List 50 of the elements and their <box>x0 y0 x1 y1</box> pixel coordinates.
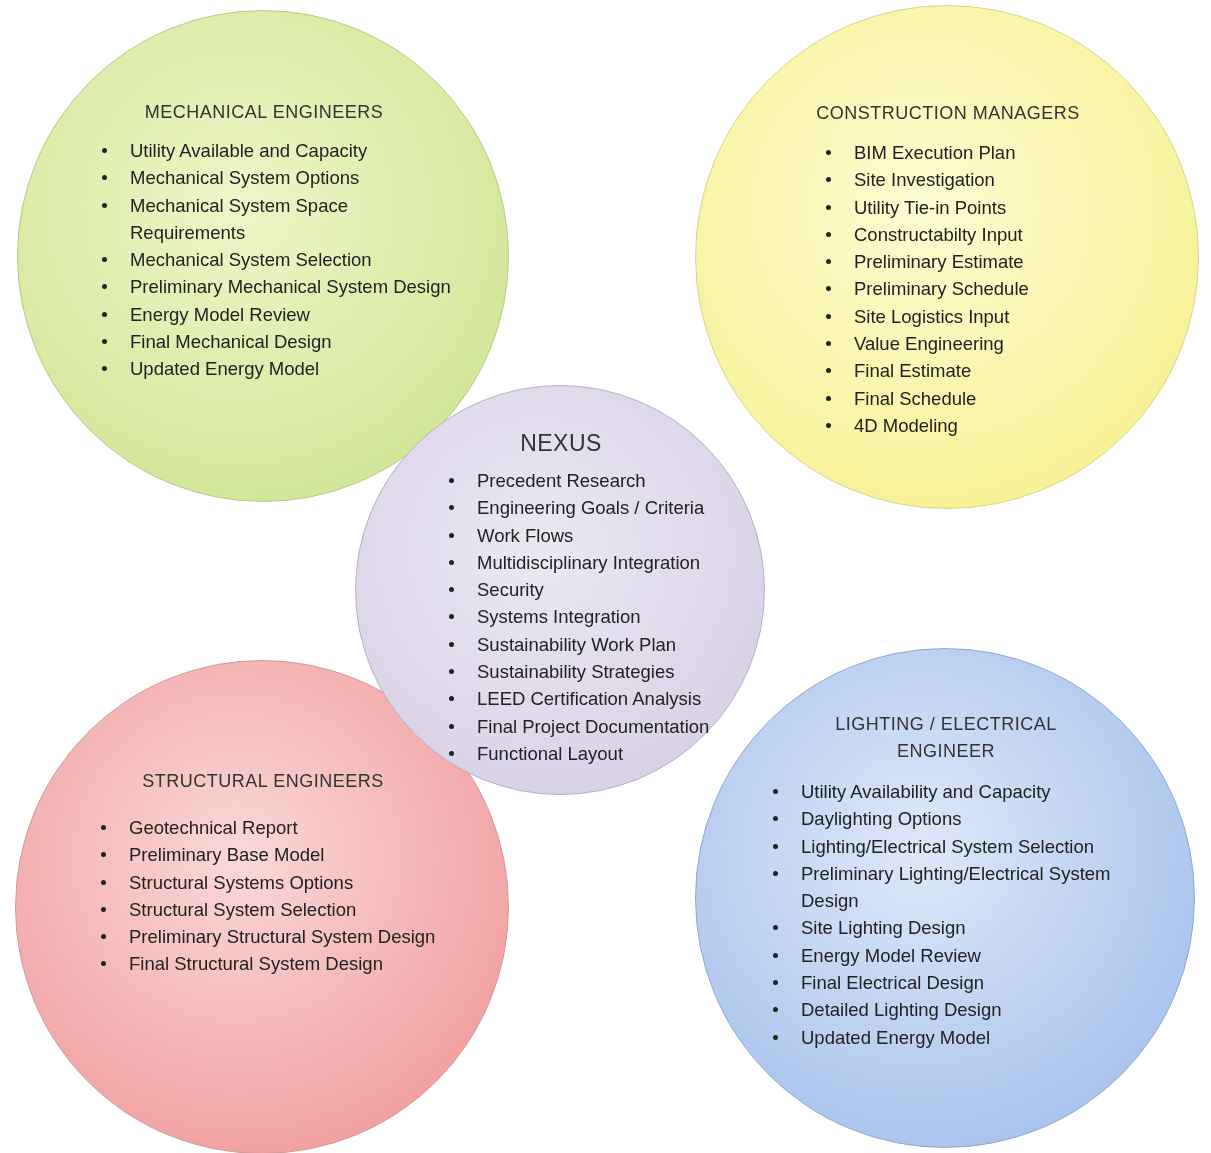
circle-heading: LIGHTING / ELECTRICAL ENGINEER <box>834 713 1058 763</box>
bullet-item: Security <box>447 576 767 604</box>
bullet-item: Preliminary Lighting/Electrical System Design <box>771 859 1171 915</box>
bullet-item: Final Schedule <box>824 384 1164 412</box>
bullet-item: Sustainability Strategies <box>447 658 767 686</box>
bullet-item: Final Estimate <box>824 357 1164 385</box>
bullet-item: Preliminary Mechanical System Design <box>100 273 460 301</box>
bullet-item: Detailed Lighting Design <box>771 996 1171 1024</box>
bullet-item: Precedent Research <box>447 467 767 495</box>
circle-heading: MECHANICAL ENGINEERS <box>143 101 385 124</box>
bullet-item: LEED Certification Analysis <box>447 685 767 713</box>
bullet-item: Mechanical System Options <box>100 164 460 192</box>
bullet-item: Final Structural System Design <box>99 950 459 978</box>
circle-heading: CONSTRUCTION MANAGERS <box>815 102 1081 125</box>
bullet-item: Site Investigation <box>824 166 1164 194</box>
bullet-item: Structural Systems Options <box>99 868 459 896</box>
bullet-item: Lighting/Electrical System Selection <box>771 832 1171 860</box>
bullet-item: Mechanical System Space Requirements <box>100 191 460 247</box>
bullet-item: Work Flows <box>447 521 767 549</box>
bullet-item: Updated Energy Model <box>771 1023 1171 1051</box>
bullet-item: Site Logistics Input <box>824 302 1164 331</box>
bullet-item: Constructabilty Input <box>824 220 1164 249</box>
bullet-item: Geotechnical Report <box>99 814 459 842</box>
bullet-item: Site Lighting Design <box>771 914 1171 942</box>
bullet-item: Energy Model Review <box>771 941 1171 970</box>
bullet-item: Updated Energy Model <box>100 355 460 383</box>
bullet-item: 4D Modeling <box>824 411 1164 440</box>
bullet-item: Multidisciplinary Integration <box>447 548 767 577</box>
bullet-item: Energy Model Review <box>100 300 460 329</box>
bullet-item: Utility Tie-in Points <box>824 193 1164 221</box>
bullet-item: Engineering Goals / Criteria <box>447 494 767 522</box>
bullet-item: Structural System Selection <box>99 895 459 924</box>
bullet-item: Preliminary Base Model <box>99 841 459 869</box>
bullet-item: Sustainability Work Plan <box>447 630 767 659</box>
bullet-item: BIM Execution Plan <box>824 139 1164 167</box>
circle-heading: STRUCTURAL ENGINEERS <box>141 770 385 793</box>
bullet-item: Preliminary Structural System Design <box>99 923 459 951</box>
bullet-item: Mechanical System Selection <box>100 246 460 274</box>
bullet-item: Preliminary Estimate <box>824 248 1164 276</box>
bullet-item: Functional Layout <box>447 739 767 768</box>
bullet-item: Preliminary Schedule <box>824 275 1164 303</box>
bullet-item: Value Engineering <box>824 330 1164 358</box>
bullet-item: Systems Integration <box>447 603 767 631</box>
bullet-item: Final Electrical Design <box>771 969 1171 997</box>
bullet-item: Final Mechanical Design <box>100 328 460 356</box>
bullet-item: Utility Available and Capacity <box>100 137 460 165</box>
bullet-item: Utility Availability and Capacity <box>771 778 1171 806</box>
circle-heading: NEXUS <box>519 430 603 457</box>
bullet-item: Final Project Documentation <box>447 712 767 740</box>
bullet-item: Daylighting Options <box>771 805 1171 833</box>
